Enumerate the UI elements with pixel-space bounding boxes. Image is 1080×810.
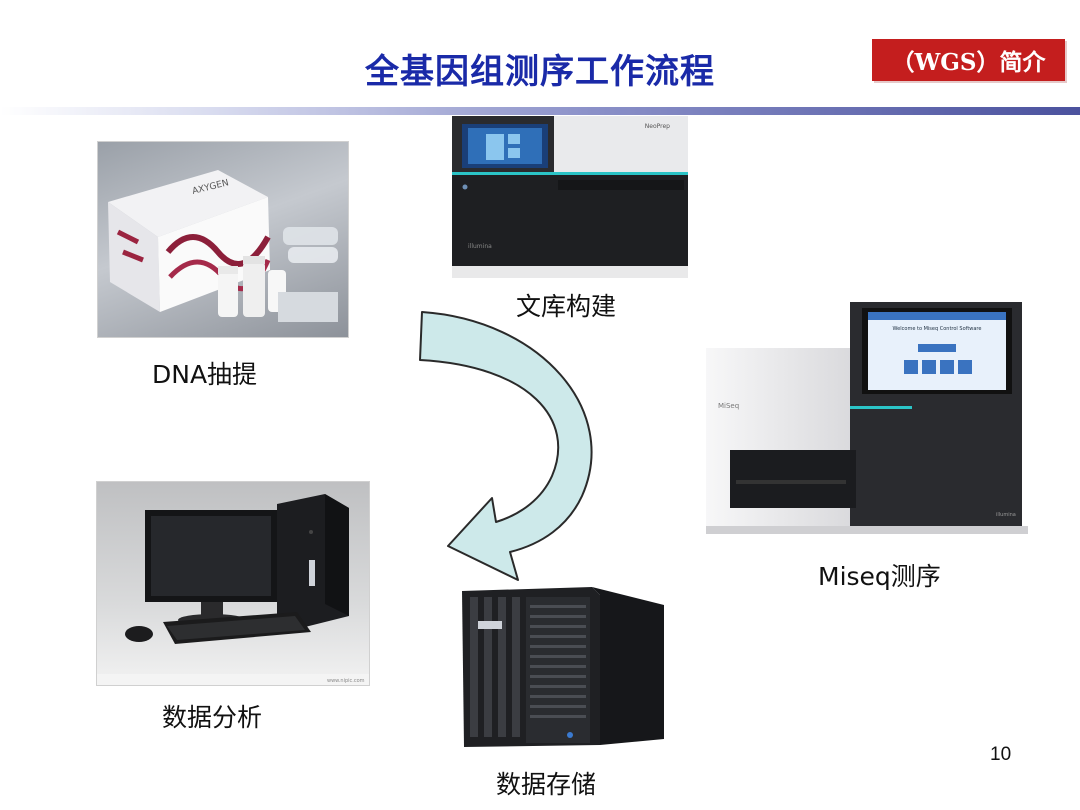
screen-welcome-text: Welcome to Miseq Control Software [893,326,982,332]
server-tower-image [460,585,666,751]
library-prep-instrument-image: NeoPrep illumina [438,116,702,278]
dna-extraction-kit-image: AXYGEN [97,141,349,338]
workflow-curved-arrow [419,311,593,581]
brand-label: illumina [468,243,492,250]
miseq-sequencer-image: Welcome to Miseq Control Software MiSeq … [700,300,1036,540]
page-number: 10 [990,744,1012,765]
miseq-brand-label: illumina [996,512,1016,518]
slide-title: 全基因组测序工作流程 [365,52,715,92]
sequencing-caption: Miseq测序 [818,562,941,591]
title-divider [0,107,1080,115]
kit-illustration: AXYGEN [108,170,338,322]
data-analysis-caption: 数据分析 [162,703,263,732]
dna-extraction-caption: DNA抽提 [152,360,258,389]
data-storage-caption: 数据存储 [496,770,597,799]
library-prep-caption: 文库构建 [516,292,617,321]
device-label: NeoPrep [645,123,670,130]
desktop-computer-image: www.nipic.com [96,481,370,686]
wgs-intro-badge: （WGS）简介 [872,39,1065,81]
image-watermark: www.nipic.com [327,678,365,684]
miseq-device-label: MiSeq [718,402,739,410]
